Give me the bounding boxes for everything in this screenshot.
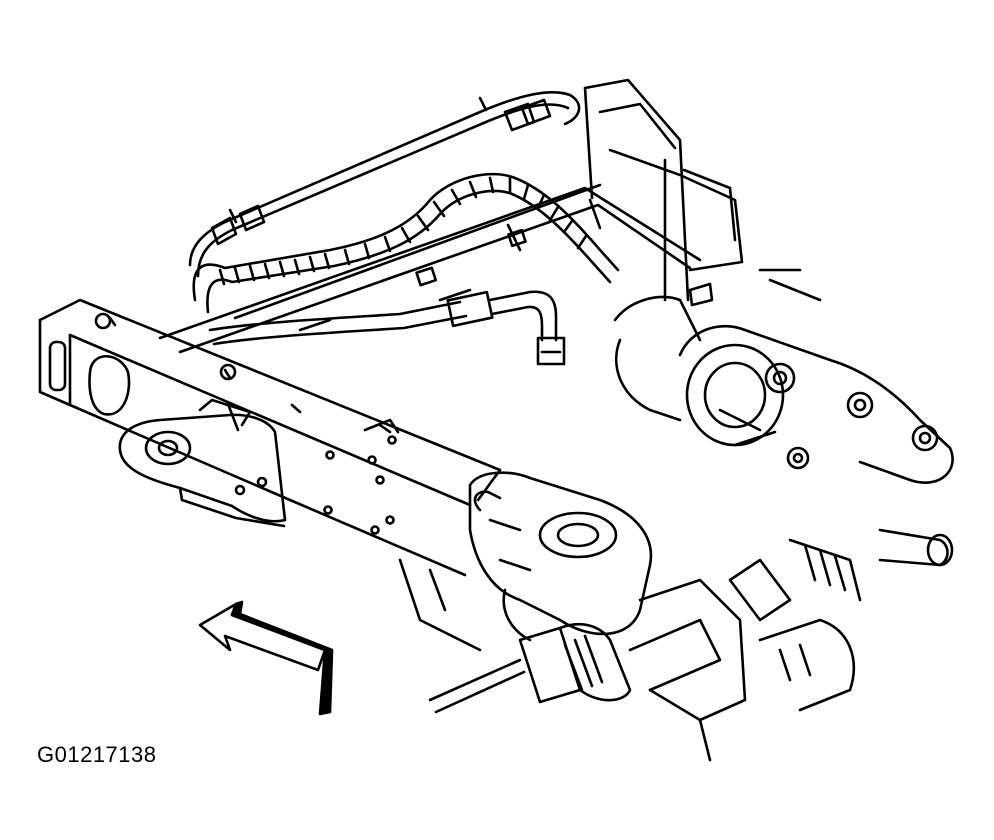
front-crossmember <box>38 298 502 577</box>
front-direction-arrow-icon <box>198 602 327 672</box>
tow-hook-mount <box>118 398 287 528</box>
brake-line-upper <box>188 91 581 278</box>
tie-rod-boot <box>428 528 954 714</box>
figure-id-label: G01217138 <box>37 742 157 767</box>
frame-rail-rear <box>158 78 744 354</box>
lower-control-arm <box>468 471 653 642</box>
direction-arrow-shadow <box>230 600 334 716</box>
brake-hose-flexible <box>192 172 620 314</box>
steering-knuckle <box>613 268 954 484</box>
brake-pipe-fitting <box>208 290 566 366</box>
wheel-hub-lower <box>398 558 855 762</box>
